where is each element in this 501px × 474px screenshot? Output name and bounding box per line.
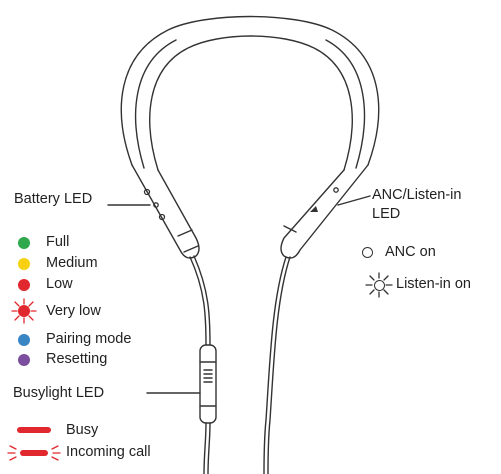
full-dot-icon [18,237,30,249]
left-pod-tip [177,229,199,253]
neckband-highlight-left [134,39,177,169]
left-cable [189,256,207,346]
right-cable-b [267,256,291,474]
low-dot-icon [18,279,30,291]
incoming-call-rays [7,445,61,461]
right-pod-logo-icon [310,206,318,212]
neckband-outer-edge [120,15,380,166]
neckband-inner-edge [149,35,353,171]
left-pod-button-icon [143,188,151,196]
busylight-state-incoming-call: Incoming call [66,444,151,460]
right-cable [263,256,287,474]
anc-led-indicator-icon [333,187,339,193]
medium-dot-icon [18,258,30,270]
very-low-rays [11,298,37,324]
busylight-module [199,344,217,424]
battery-state-pairing-mode: Pairing mode [46,331,132,347]
pairing-mode-dot-icon [18,334,30,346]
busylight-led-label: Busylight LED [13,385,105,401]
resetting-dot-icon [18,354,30,366]
anc-listen-in-led-label-line2: LED [372,206,401,222]
anc-state-anc-on: ANC on [385,244,436,260]
right-pod-tip [283,225,297,233]
battery-led-indicator-icon [153,202,159,208]
anc-state-listen-in-on: Listen-in on [396,276,471,292]
battery-state-resetting: Resetting [46,351,108,367]
left-pod-button-2-icon [158,213,166,221]
incoming-call-bar-icon [20,450,48,456]
left-control-pod [131,164,200,259]
anc-led-pointer [337,195,371,206]
anc-on-ring-icon [362,247,373,258]
busy-bar-icon [17,427,51,433]
battery-led-label: Battery LED [14,191,93,207]
battery-state-very-low: Very low [46,303,101,319]
battery-state-low: Low [46,276,73,292]
busylight-state-busy: Busy [66,422,99,438]
battery-state-medium: Medium [46,255,98,271]
battery-state-full: Full [46,234,70,250]
listen-in-rays [365,272,393,298]
neckband-highlight-right [325,39,366,169]
left-cable-lower [203,422,211,474]
left-cable-b [193,255,211,346]
very-low-dot-icon [18,305,30,317]
anc-listen-in-led-label-line1: ANC/Listen-in [372,187,462,203]
listen-in-ring-icon [374,280,385,291]
right-control-pod [280,164,369,259]
